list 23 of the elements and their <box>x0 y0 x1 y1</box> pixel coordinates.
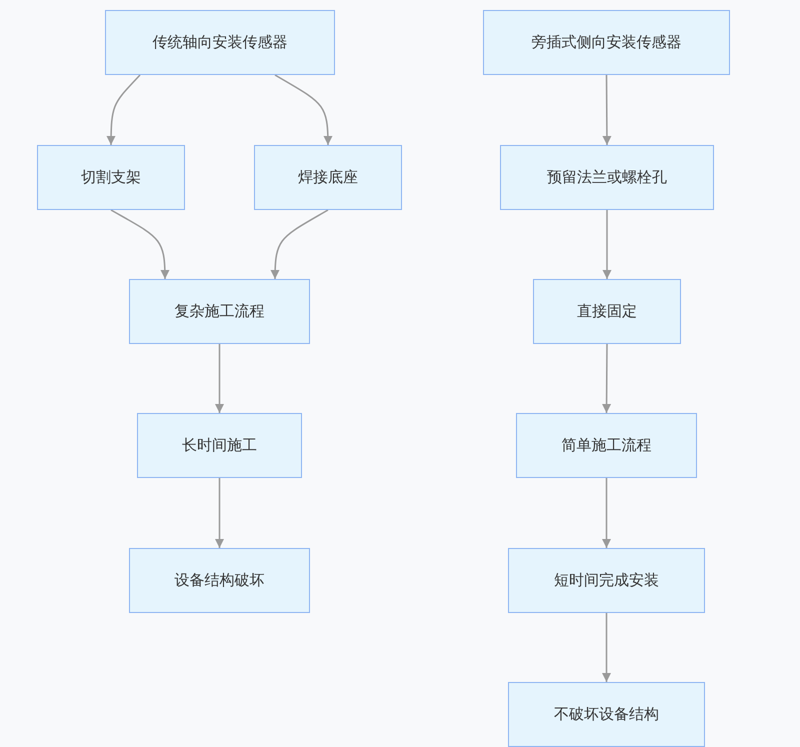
process-box: 设备结构破坏 <box>129 548 310 613</box>
arrow <box>110 209 170 280</box>
arrow <box>602 613 611 682</box>
arrow <box>215 478 224 548</box>
process-box: 预留法兰或螺栓孔 <box>500 145 714 210</box>
process-box: 短时间完成安装 <box>508 548 705 613</box>
process-box: 切割支架 <box>37 145 185 210</box>
process-box: 简单施工流程 <box>516 413 697 478</box>
process-box: 复杂施工流程 <box>129 279 310 344</box>
arrow <box>274 74 332 146</box>
process-box: 直接固定 <box>533 279 681 344</box>
process-box: 旁插式侧向安装传感器 <box>483 10 730 75</box>
process-box: 不破坏设备结构 <box>508 682 705 747</box>
process-box: 传统轴向安装传感器 <box>105 10 335 75</box>
arrow <box>602 210 612 279</box>
arrow <box>602 344 612 413</box>
process-box: 长时间施工 <box>137 413 302 478</box>
arrow <box>270 209 328 280</box>
process-box: 焊接底座 <box>254 145 402 210</box>
arrow <box>602 478 611 548</box>
arrow <box>602 75 612 145</box>
arrow <box>215 344 224 413</box>
arrow <box>106 74 141 145</box>
